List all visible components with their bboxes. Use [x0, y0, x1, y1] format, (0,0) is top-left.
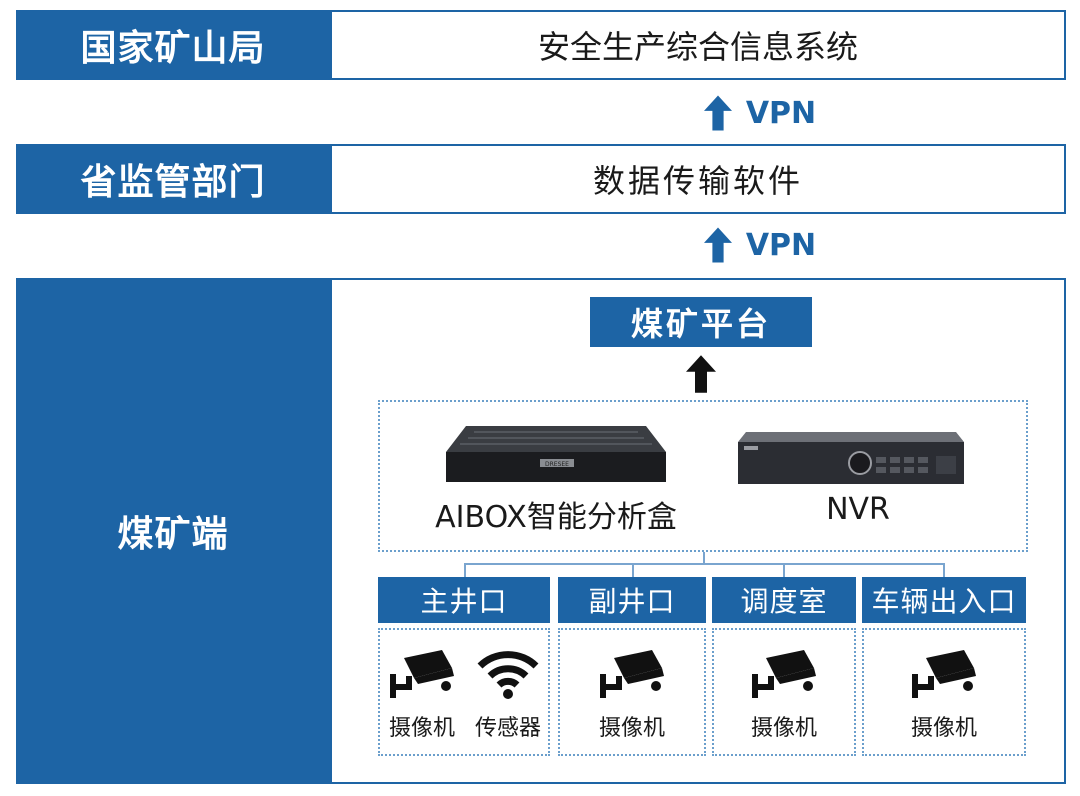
nvr-label: NVR: [826, 492, 890, 527]
vpn-link-top: VPN: [680, 88, 840, 138]
up-arrow-icon: [686, 354, 716, 394]
up-arrow-icon: [704, 225, 732, 265]
camera-icon: [752, 648, 816, 700]
location-box-vehicle-gate: [862, 628, 1026, 756]
device-group: [378, 400, 1028, 552]
camera-icon: [600, 648, 664, 700]
national-system-box: 安全生产综合信息系统: [330, 10, 1066, 80]
national-system-label: 安全生产综合信息系统: [537, 28, 858, 66]
connector-line: [943, 563, 945, 577]
camera-icon: [390, 648, 454, 700]
connector-line: [632, 563, 634, 577]
provincial-software-label: 数据传输软件: [592, 162, 803, 200]
nvr-device-image: [738, 432, 964, 484]
location-header-main-shaft: 主井口: [378, 577, 550, 623]
camera-label: 摄像机: [598, 716, 665, 741]
location-box-dispatch-room: [712, 628, 856, 756]
sensor-icon: [476, 648, 540, 700]
connector-line: [464, 563, 944, 565]
location-header-auxiliary-shaft: 副井口: [558, 577, 706, 623]
provincial-software-box: 数据传输软件: [330, 144, 1066, 214]
aibox-device-image: DRESEE: [446, 426, 666, 482]
provincial-level-label: 省监管部门: [16, 144, 330, 214]
aibox-label: AIBOX智能分析盒: [435, 500, 677, 535]
location-header-vehicle-gate: 车辆出入口: [862, 577, 1026, 623]
mine-platform-box: 煤矿平台: [590, 297, 812, 347]
national-level-label: 国家矿山局: [16, 10, 330, 80]
vpn-label-top: VPN: [745, 95, 817, 131]
mine-level-label: 煤矿端: [16, 278, 330, 784]
vpn-label-bottom: VPN: [745, 227, 817, 263]
camera-label: 摄像机: [910, 716, 977, 741]
vpn-link-bottom: VPN: [680, 220, 840, 270]
camera-label: 摄像机: [388, 716, 455, 741]
camera-label: 摄像机: [750, 716, 817, 741]
connector-line: [703, 552, 705, 564]
location-box-main-shaft: [378, 628, 550, 756]
camera-icon: [912, 648, 976, 700]
location-box-auxiliary-shaft: [558, 628, 706, 756]
aibox-brand-label: DRESEE: [545, 461, 569, 468]
connector-line: [783, 563, 785, 577]
location-header-dispatch-room: 调度室: [712, 577, 856, 623]
up-arrow-icon: [704, 93, 732, 133]
connector-line: [464, 563, 466, 577]
sensor-label: 传感器: [474, 716, 541, 741]
